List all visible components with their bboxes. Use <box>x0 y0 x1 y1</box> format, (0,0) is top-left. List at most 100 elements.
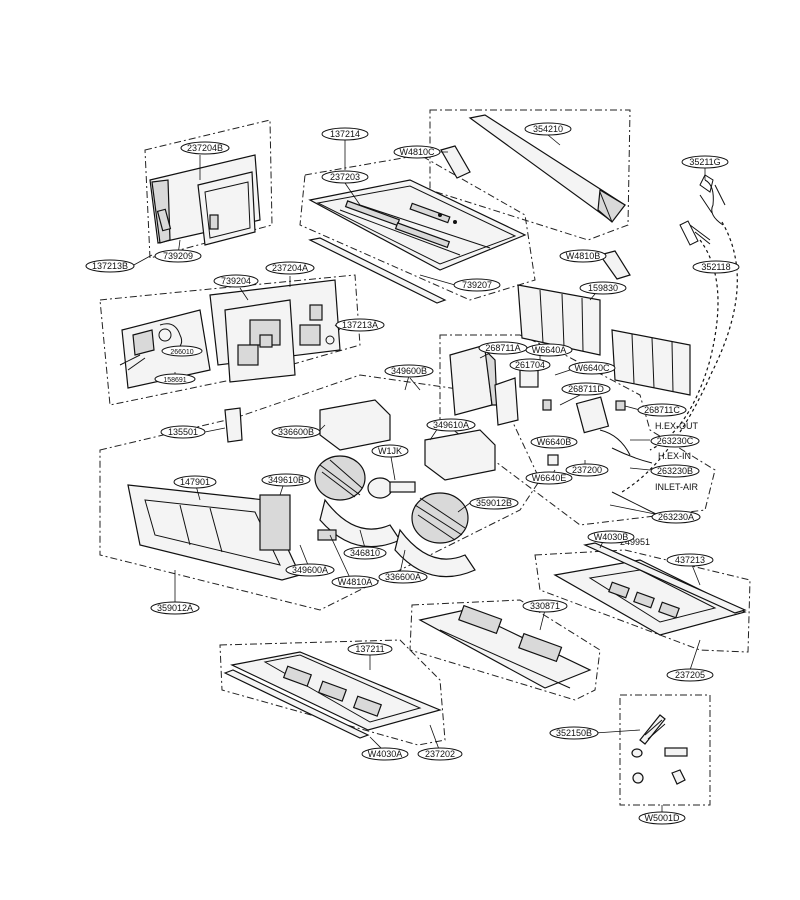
svg-text:W6640B: W6640B <box>537 437 572 447</box>
callout-W4030A: W4030A <box>361 747 409 761</box>
callout-261704: 261704 <box>509 358 551 372</box>
callout-349610A: 349610A <box>426 418 476 432</box>
callout-349610B: 349610B <box>261 473 311 487</box>
callout-263230C: 263230C <box>650 434 700 448</box>
svg-text:W4030A: W4030A <box>368 749 403 759</box>
callout-263230A: 263230A <box>651 510 701 524</box>
svg-text:W5001D: W5001D <box>644 813 680 823</box>
svg-text:739207: 739207 <box>462 280 492 290</box>
svg-text:W4810A: W4810A <box>338 577 373 587</box>
svg-text:W6640E: W6640E <box>532 473 567 483</box>
svg-text:261704: 261704 <box>515 360 545 370</box>
callout-237205: 237205 <box>666 668 714 682</box>
callout-354210: 354210 <box>524 122 572 136</box>
back-panel-assembly <box>149 154 261 246</box>
boundary-control-box <box>99 274 361 406</box>
svg-text:354210: 354210 <box>533 124 563 134</box>
callout-349600B: 349600B <box>384 364 434 378</box>
callout-237202: 237202 <box>417 747 463 761</box>
svg-text:349610A: 349610A <box>433 420 469 430</box>
svg-text:137213B: 137213B <box>92 261 128 271</box>
callout-437213: 437213 <box>666 553 714 567</box>
svg-text:263230A: 263230A <box>658 512 694 522</box>
callout-135501: 135501 <box>160 425 206 439</box>
annotation-inlet-air: INLET-AIR <box>655 482 699 492</box>
callout-W4810A: W4810A <box>331 575 379 589</box>
svg-text:346810: 346810 <box>350 548 380 558</box>
svg-text:263230C: 263230C <box>657 436 694 446</box>
svg-text:263230B: 263230B <box>657 466 693 476</box>
callout-359012B: 359012B <box>469 496 519 510</box>
svg-text:237200: 237200 <box>572 465 602 475</box>
callout-336600A: 336600A <box>378 570 428 584</box>
svg-text:137211: 137211 <box>355 644 384 654</box>
boundary-filter <box>409 599 601 701</box>
callout-W6640B: W6640B <box>530 435 578 449</box>
svg-text:W1JK: W1JK <box>378 446 402 456</box>
bracket-135501 <box>224 407 243 443</box>
svg-text:137213A: 137213A <box>342 320 378 330</box>
callout-263230B: 263230B <box>650 464 700 478</box>
callout-237203: 237203 <box>321 170 369 184</box>
callout-237204B: 237204B <box>180 141 230 155</box>
svg-text:268711D: 268711D <box>568 384 604 394</box>
callout-W4030B: W4030B <box>587 530 635 544</box>
svg-text:237204B: 237204B <box>187 143 223 153</box>
callout-268711D: 268711D <box>561 382 611 396</box>
callout-359012A: 359012A <box>150 601 200 615</box>
svg-text:359012B: 359012B <box>476 498 512 508</box>
hardware-set <box>631 714 688 785</box>
callout-W6640C: W6640C <box>568 361 616 375</box>
callout-W4810B: W4810B <box>559 249 607 263</box>
svg-text:349600B: 349600B <box>391 366 427 376</box>
svg-text:237202: 237202 <box>425 749 455 759</box>
top-rail <box>440 114 631 280</box>
callout-W6640E: W6640E <box>525 471 573 485</box>
callout-137213A: 137213A <box>335 318 385 332</box>
svg-text:266010: 266010 <box>170 349 193 356</box>
callout-266010: 266010 <box>161 345 203 357</box>
svg-text:437213: 437213 <box>675 555 705 565</box>
callout-35211G: 35211G <box>681 155 729 169</box>
svg-text:739204: 739204 <box>221 276 251 286</box>
evaporator-panels <box>517 284 691 396</box>
boundary-top-rail <box>429 109 631 241</box>
svg-text:352118: 352118 <box>701 262 730 272</box>
control-panel <box>209 279 341 383</box>
bottom-grille <box>223 651 442 739</box>
callout-159830: 159830 <box>579 281 627 295</box>
part-drawings <box>119 114 747 785</box>
callout-W6640A: W6640A <box>525 343 573 357</box>
callout-739207: 739207 <box>453 278 501 292</box>
callout-137213B: 137213B <box>85 259 135 273</box>
svg-text:159830: 159830 <box>588 283 618 293</box>
top-cover <box>308 179 527 304</box>
svg-text:359012A: 359012A <box>157 603 193 613</box>
svg-text:349610B: 349610B <box>268 475 304 485</box>
blower-housing-frame <box>127 484 301 581</box>
callout-137211: 137211 <box>347 642 393 656</box>
svg-text:147901: 147901 <box>180 477 210 487</box>
svg-text:137214: 137214 <box>330 129 360 139</box>
callout-330871: 330871 <box>522 599 568 613</box>
svg-text:268711A: 268711A <box>485 343 520 353</box>
callout-268711A: 268711A <box>478 341 528 355</box>
svg-text:237203: 237203 <box>330 172 360 182</box>
callout-237204A: 237204A <box>265 261 315 275</box>
annotation-hex-in: H.EX-IN <box>658 451 691 461</box>
callout-346810: 346810 <box>343 546 387 560</box>
air-filter <box>418 604 592 689</box>
svg-text:W6640C: W6640C <box>574 363 610 373</box>
svg-text:W4030B: W4030B <box>594 532 629 542</box>
svg-text:W6640A: W6640A <box>532 345 567 355</box>
annotation-hex-out: H.EX-OUT <box>655 421 699 431</box>
svg-text:135501: 135501 <box>168 427 198 437</box>
svg-text:268711C: 268711C <box>644 405 680 415</box>
boundary-hardware <box>619 694 711 806</box>
svg-text:237204A: 237204A <box>272 263 308 273</box>
callout-739204: 739204 <box>213 274 259 288</box>
callout-349600A: 349600A <box>285 563 335 577</box>
svg-text:336600B: 336600B <box>278 427 314 437</box>
callout-137214: 137214 <box>321 127 369 141</box>
